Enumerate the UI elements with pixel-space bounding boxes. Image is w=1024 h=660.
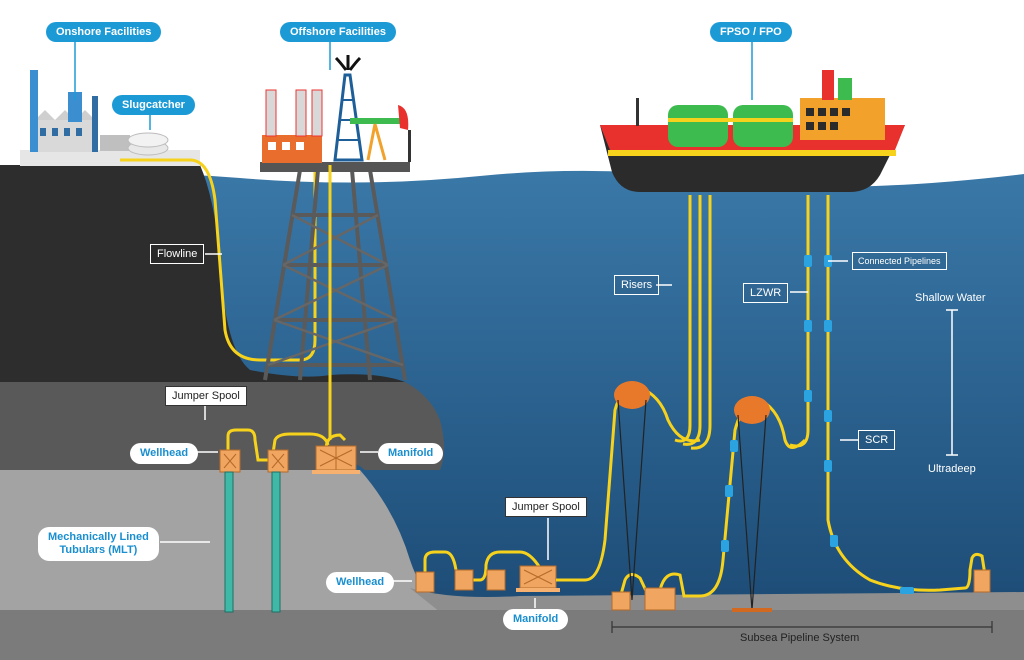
label-manifold-1: Manifold [378, 443, 444, 464]
label-mlt: Mechanically Lined Tubulars (MLT) [38, 527, 159, 561]
flowline-pipe [120, 158, 317, 362]
jumper-spool-left [226, 428, 330, 462]
leader-lines [74, 40, 753, 130]
seabed-structure-3 [973, 569, 991, 593]
label-jumper-spool-1: Jumper Spool [165, 386, 247, 406]
label-manifold-2: Manifold [503, 609, 569, 630]
label-wellhead-1: Wellhead [130, 443, 199, 464]
wellhead-bottom-2 [454, 569, 474, 591]
label-risers: Risers [614, 275, 660, 295]
label-subsea-pipeline-system: Subsea Pipeline System [740, 632, 860, 644]
scr-line [826, 195, 987, 592]
label-scr: SCR [858, 430, 896, 450]
wellhead-bottom-1 [415, 571, 435, 593]
label-flowline: Flowline [150, 244, 205, 264]
label-mlt-line2: Tubulars (MLT) [59, 544, 138, 556]
riser-2 [682, 195, 702, 446]
label-ultradeep: Ultradeep [928, 463, 976, 475]
jumper-spool-bottom [423, 550, 547, 582]
label-onshore-facilities: Onshore Facilities [46, 22, 162, 42]
seabed-structure-2 [644, 587, 676, 611]
mlt-tubular-1 [224, 471, 234, 613]
riser-1 [674, 195, 692, 443]
riser-3 [690, 195, 712, 450]
label-offshore-facilities: Offshore Facilities [280, 22, 396, 42]
wellhead-bottom-3 [486, 569, 506, 591]
seabed-structure-1 [611, 591, 631, 611]
label-mlt-line1: Mechanically Lined [48, 531, 149, 543]
label-slugcatcher: Slugcatcher [112, 95, 195, 115]
buoyancy-modules [721, 255, 914, 594]
onshore-plant [20, 70, 200, 166]
wellhead-left-2 [267, 449, 289, 473]
label-fpso: FPSO / FPO [710, 22, 792, 42]
label-lzwr: LZWR [743, 283, 789, 303]
buoy-right [732, 396, 772, 612]
label-wellhead-2: Wellhead [326, 572, 395, 593]
offshore-platform [260, 55, 411, 381]
subsea-range-line [611, 621, 993, 633]
lzwr-line [789, 195, 810, 448]
wellhead-left-1 [219, 449, 241, 473]
label-connected-pipelines: Connected Pipelines [852, 252, 947, 270]
rock-upper [0, 165, 405, 382]
label-shallow-water: Shallow Water [915, 292, 986, 304]
buoy-left [614, 381, 650, 601]
fpso-vessel [600, 70, 905, 192]
manifold-bottom [516, 565, 560, 592]
label-jumper-spool-2: Jumper Spool [505, 497, 587, 517]
mlt-tubular-2 [271, 471, 281, 613]
manifold-left [312, 445, 360, 474]
